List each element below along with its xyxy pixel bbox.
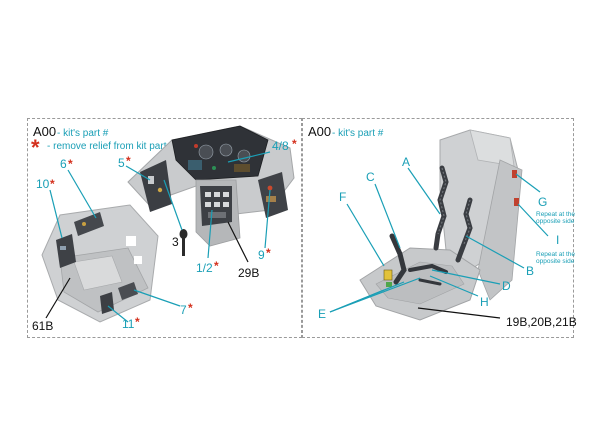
callout-h: H [480, 295, 489, 309]
leader-h [429, 275, 479, 297]
leader-parts [417, 307, 501, 319]
right-part-caption: - kit's part # [332, 128, 384, 139]
callout-61b: 61B [32, 319, 53, 333]
callout-b: B [526, 264, 534, 278]
leader-c [374, 183, 401, 249]
callout-5: 5 [118, 156, 125, 170]
note-i-line1: Repeat at the [536, 251, 575, 258]
callout-4-8: 4/8 [272, 139, 289, 153]
left-part-code: A00 [33, 124, 56, 139]
callout-29b: 29B [238, 266, 259, 280]
leader-9 [264, 189, 271, 249]
leader-4-8 [227, 151, 271, 163]
callout-e: E [318, 307, 326, 321]
callout-i: I [556, 233, 559, 247]
leader-e3 [329, 277, 421, 313]
callout-1-2: 1/2 [196, 261, 213, 275]
callout-3: 3 [172, 235, 179, 249]
leader-6 [67, 169, 97, 219]
callout-11: 11 [122, 317, 135, 331]
left-star-caption: - remove relief from kit part first [47, 141, 186, 152]
callout-11-star: * [135, 315, 140, 329]
leader-7 [133, 289, 181, 307]
left-star-symbol: * [31, 135, 40, 160]
leader-5 [125, 165, 151, 181]
note-i-line2: opposite side [536, 258, 575, 265]
callout-d: D [502, 279, 511, 293]
callout-6-star: * [68, 157, 73, 171]
leader-d [431, 269, 501, 285]
instrument-panel-model [127, 125, 295, 256]
side-console-model [41, 204, 159, 323]
callout-1-2-star: * [214, 259, 219, 273]
note-g-line2: opposite side [536, 218, 575, 225]
callout-7: 7 [180, 303, 187, 317]
leader-61b [45, 277, 71, 319]
callout-4-8-star: * [292, 137, 297, 151]
left-part-caption: - kit's part # [57, 128, 109, 139]
callout-9: 9 [258, 248, 265, 262]
callout-g: G [538, 195, 547, 209]
callout-10-star: * [50, 177, 55, 191]
right-part-code: A00 [308, 124, 331, 139]
callout-a: A [402, 155, 410, 169]
callout-f: F [339, 190, 346, 204]
leader-10 [49, 189, 63, 239]
callout-7-star: * [188, 301, 193, 315]
leader-1-2 [207, 209, 213, 259]
callout-9-star: * [266, 246, 271, 260]
ejection-seat-model [359, 129, 523, 321]
leader-a [407, 167, 441, 215]
callout-6: 6 [60, 157, 67, 171]
leader-i [517, 203, 549, 237]
leader-f [346, 203, 385, 267]
callout-10: 10 [36, 177, 50, 191]
leader-b [465, 235, 525, 269]
note-g-line1: Repeat at the [536, 211, 575, 218]
leader-29b [227, 221, 249, 263]
leader-g [515, 173, 541, 193]
callout-c: C [366, 170, 375, 184]
callout-parts: 19B,20B,21B [506, 315, 577, 329]
leader-11 [107, 305, 129, 323]
callout-5-star: * [126, 154, 131, 168]
leader-3 [163, 179, 183, 231]
